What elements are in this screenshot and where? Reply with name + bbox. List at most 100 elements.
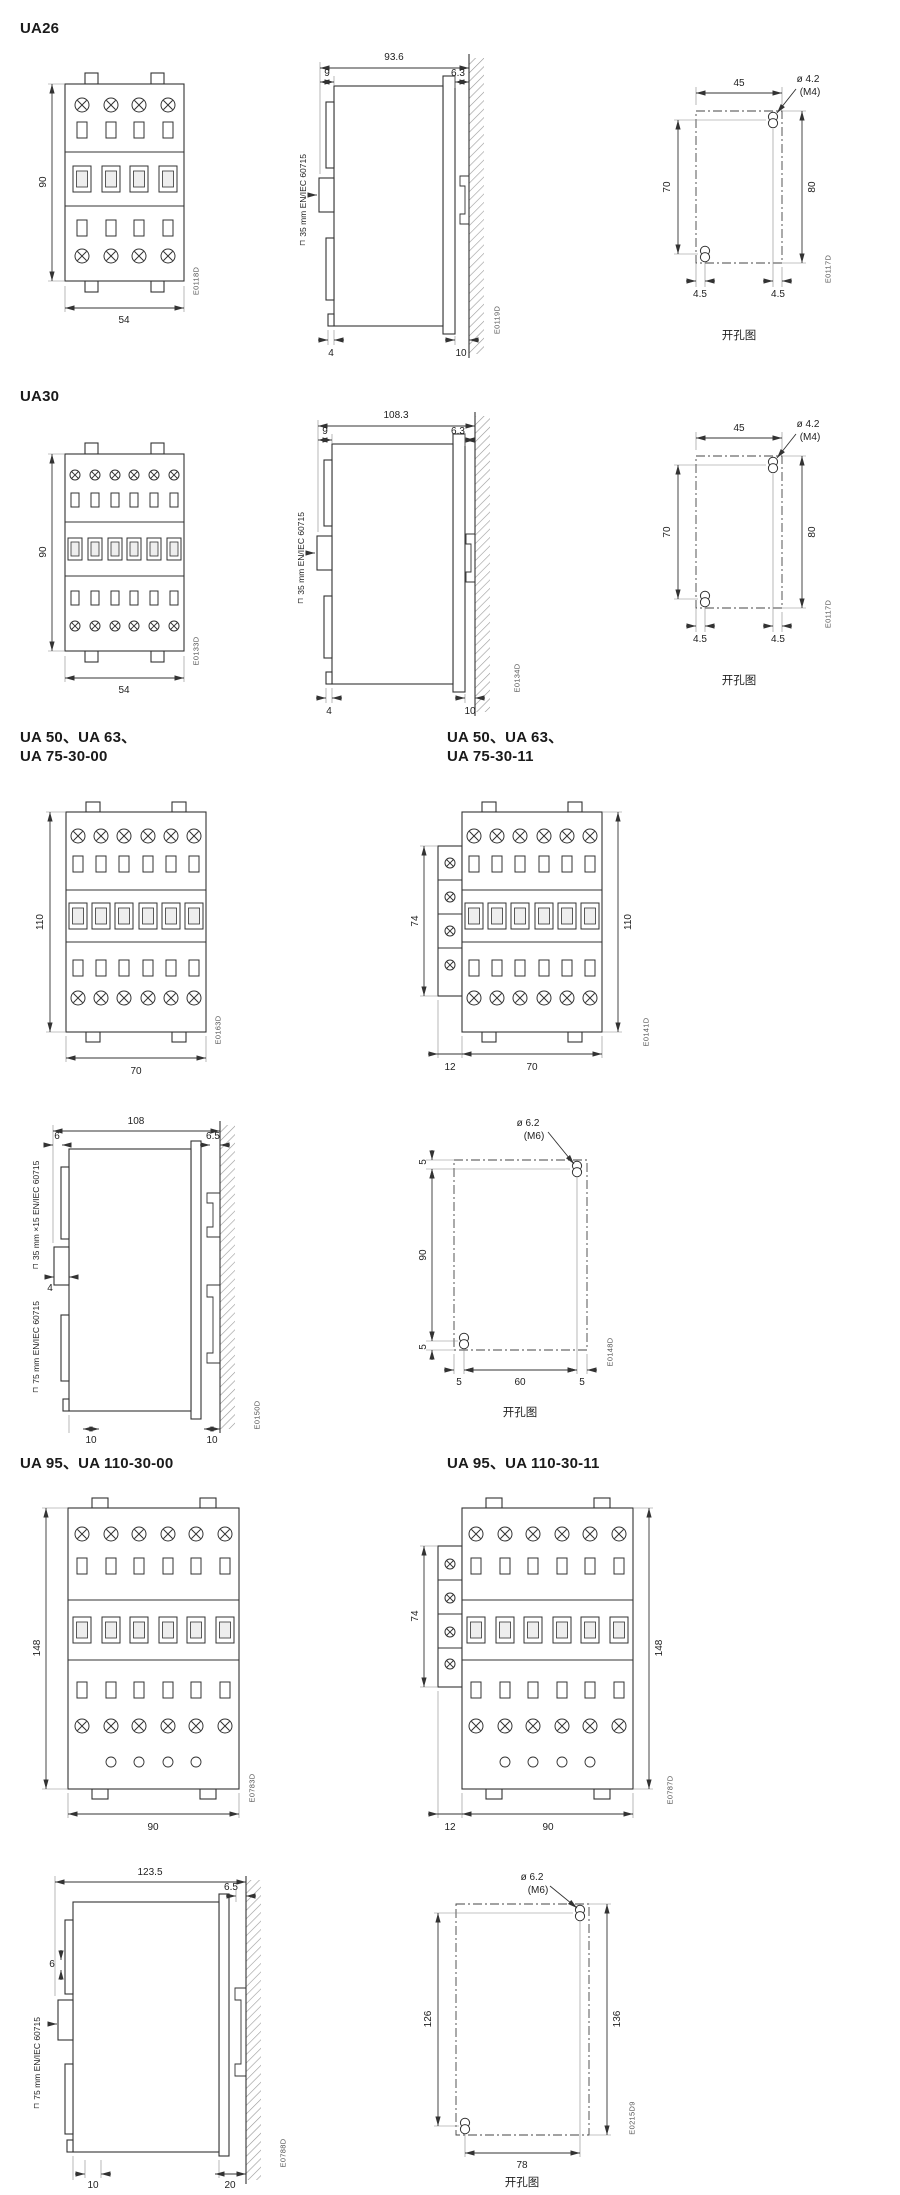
ua26-drill-inset-left-dim: 4.5: [693, 289, 707, 300]
ua50-front11-art: [420, 801, 622, 1058]
ua26-drill-hole-dia: ø 4.2: [796, 74, 820, 85]
ua26-front-width-dim: 54: [118, 315, 130, 326]
ua95-front11-view: 74 148 12 90 E0787D: [408, 1488, 683, 1853]
ua50-drill-drawing-code: E0148D: [605, 1337, 615, 1367]
ua50-side-depth-dim: 108: [127, 1116, 145, 1127]
ua50-drill-art: [426, 1131, 597, 1374]
ua50-rail35-label: ⊓ 35 mm ×15 EN/IEC 60715: [30, 1160, 41, 1270]
ua50-drill-hole-thread: (M6): [523, 1131, 545, 1142]
ua30-side-depth-dim: 108.3: [383, 410, 409, 421]
ua95-front00-height-dim: 148: [32, 1639, 43, 1657]
ua30-front-art: [48, 442, 185, 682]
ua50-side-wall-gap-dim: 6.5: [206, 1131, 220, 1142]
din-rail-icon: ⊓: [31, 1386, 40, 1393]
ua26-side-wall-gap-dim: 6.3: [451, 68, 465, 79]
section-title-ua50-00-line1: UA 50、UA 63、: [20, 729, 137, 746]
ua50-drill-inset-top-dim: 5: [418, 1159, 429, 1165]
ua26-side-bottom-front-dim: 4: [328, 348, 334, 359]
ua95-front11-aux-width-dim: 12: [444, 1822, 456, 1833]
ua30-drill-art: [674, 432, 806, 632]
ua26-side-art: [307, 54, 484, 358]
ua50-front11-aux-width-dim: 12: [444, 1062, 456, 1073]
ua95-drill-art: [434, 1885, 611, 2157]
ua50-drill-hole-span-h-dim: 60: [514, 1377, 526, 1388]
din-rail-icon: ⊓: [298, 239, 307, 246]
ua95-drill-hole-thread: (M6): [527, 1885, 549, 1896]
ua50-side-view: 108 6 6.5 ⊓35 mm ×15 EN/IEC 60715 ⊓75 mm…: [25, 1115, 280, 1446]
ua95-side-view: 123.5 6.5 6 ⊓75 mm EN/IEC 60715 10 20 E0…: [25, 1868, 300, 2193]
ua95-front11-aux-height-dim: 74: [410, 1610, 421, 1622]
ua30-side-art: [305, 412, 490, 716]
ua50-drill-hole-span-v-dim: 90: [418, 1249, 429, 1261]
ua95-drill-hole-dia: ø 6.2: [520, 1872, 544, 1883]
ua30-drill-drawing-code: E0117D: [823, 599, 833, 629]
ua30-drill-inset-left-dim: 4.5: [693, 634, 707, 645]
ua95-front11-art: [420, 1497, 653, 1818]
ua50-side-drawing-code: E0150D: [252, 1400, 262, 1430]
ua50-drill-plan: ø 6.2 (M6) 5 90 5 5 60 5 E0148D 开孔图: [400, 1112, 645, 1442]
section-title-ua30: UA30: [20, 388, 60, 405]
ua26-drill-drawing-code: E0117D: [823, 254, 833, 284]
ua30-drill-hole-span-dim: 70: [662, 526, 673, 538]
ua95-rail75-label: ⊓ 75 mm EN/IEC 60715: [31, 2017, 42, 2109]
din-rail-icon: ⊓: [31, 1263, 40, 1270]
ua95-side-bottom-front-dim: 10: [87, 2180, 99, 2191]
section-title-ua95-00: UA 95、UA 110-30-00: [20, 1455, 174, 1472]
ua30-rail-standard-text: 35 mm EN/IEC 60715: [295, 512, 306, 595]
ua26-drill-art: [674, 87, 806, 287]
ua26-drill-inset-right-dim: 4.5: [771, 289, 785, 300]
ua95-side-bottom-wall-dim: 20: [224, 2180, 236, 2191]
ua26-drill-hole-span-dim: 70: [662, 181, 673, 193]
ua30-side-view: 108.3 9 6.3 ⊓35 mm EN/IEC 60715 4 10 E01…: [290, 406, 525, 721]
ua50-drill-hole-dia: ø 6.2: [516, 1118, 540, 1129]
ua95-drill-drawing-code: E0215D9: [627, 2101, 637, 2135]
ua26-drill-plan: 45 ø 4.2 (M4) 70 80 4.5 4.5 E0117D 开孔图: [650, 55, 840, 385]
ua50-rail35-standard-text: 35 mm ×15 EN/IEC 60715: [30, 1160, 41, 1261]
ua30-drill-width-dim: 45: [733, 423, 745, 434]
ua30-side-drawing-code: E0134D: [512, 663, 522, 693]
ua30-drill-plan: 45 ø 4.2 (M4) 70 80 4.5 4.5 E0117D 开孔图: [650, 400, 840, 730]
ua50-front00-art: [46, 801, 207, 1062]
ua30-front-view: 90 54 E0133D: [35, 430, 205, 730]
ua30-drill-inset-right-dim: 4.5: [771, 634, 785, 645]
ua95-drill-plan: ø 6.2 (M6) 126 136 78 E0215D9 开孔图: [400, 1868, 655, 2193]
ua95-front00-art: [42, 1497, 240, 1818]
ua95-front11-height-dim: 148: [654, 1639, 665, 1657]
ua50-side-bottom-wall-dim: 10: [206, 1435, 218, 1446]
ua50-front11-height-dim: 110: [623, 914, 634, 930]
ua30-front-width-dim: 54: [118, 685, 130, 696]
ua26-side-drawing-code: E0119D: [492, 305, 502, 335]
ua26-rail-label: ⊓35 mm EN/IEC 60715: [298, 154, 308, 246]
ua95-drill-hole-span-v-dim: 126: [423, 2010, 434, 2028]
ua95-side-wall-gap-dim: 6.5: [224, 1882, 238, 1893]
ua30-drill-hole-thread: (M4): [799, 432, 821, 443]
din-rail-icon: ⊓: [296, 597, 305, 604]
ua26-side-front-offset-dim: 9: [324, 68, 330, 79]
ua30-side-bottom-wall-dim: 10: [464, 706, 476, 717]
ua30-front-drawing-code: E0133D: [191, 636, 201, 666]
ua50-front00-drawing-code: E0163D: [213, 1015, 223, 1045]
ua95-front00-width-dim: 90: [147, 1822, 159, 1833]
ua30-drill-height-dim: 80: [807, 526, 818, 538]
ua50-drill-caption: 开孔图: [502, 1407, 538, 1419]
ua95-drill-hole-span-h-dim: 78: [516, 2160, 528, 2171]
ua95-side-art: [47, 1876, 261, 2184]
ua30-front-height-dim: 90: [38, 546, 49, 558]
ua30-drill-hole-dia: ø 4.2: [796, 419, 820, 430]
ua26-front-height-dim: 90: [38, 176, 49, 188]
ua26-drill-width-dim: 45: [733, 78, 745, 89]
section-title-ua95-11: UA 95、UA 110-30-11: [447, 1455, 600, 1472]
ua50-side-art: [43, 1121, 235, 1433]
ua30-side-bottom-front-dim: 4: [326, 706, 332, 717]
ua26-side-bottom-wall-dim: 10: [455, 348, 467, 359]
ua95-rail75-standard-text: 75 mm EN/IEC 60715: [31, 2017, 42, 2100]
ua50-drill-inset-right-dim: 5: [579, 1377, 585, 1388]
ua26-drill-height-dim: 80: [807, 181, 818, 193]
ua50-front11-view: 74 110 12 70 E0141D: [408, 790, 658, 1110]
section-title-ua50-11-line1: UA 50、UA 63、: [447, 729, 564, 746]
din-rail-icon: ⊓: [32, 2102, 41, 2109]
ua26-front-art: [48, 72, 185, 312]
section-title-ua26: UA26: [20, 20, 60, 37]
ua26-drill-caption: 开孔图: [721, 330, 757, 342]
